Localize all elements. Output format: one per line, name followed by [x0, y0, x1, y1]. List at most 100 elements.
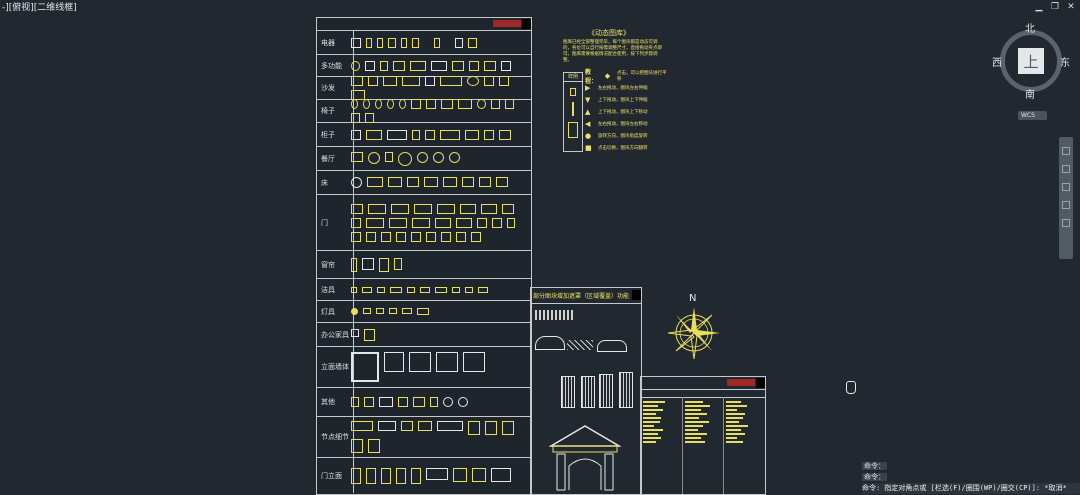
pan-hand-cursor-icon: [846, 381, 856, 394]
arrow-up-icon: ▲: [585, 108, 591, 116]
row-label: 节点细节: [317, 417, 354, 457]
pan-icon[interactable]: [1062, 165, 1070, 173]
panel2-title: 部分图块增加遮罩（区域覆盖）功能: [531, 288, 641, 304]
row-label: 电器: [317, 31, 354, 54]
panel3-subheader: [641, 390, 765, 398]
masking-blocks-panel: 部分图块增加遮罩（区域覆盖）功能: [530, 287, 642, 495]
arrow-down-icon: ▼: [585, 96, 591, 104]
table-row: 沙发: [317, 76, 531, 100]
row-label: 餐厅: [317, 147, 354, 170]
table-column[interactable]: [683, 397, 725, 494]
column-block[interactable]: [599, 374, 613, 408]
table-row: 节点细节: [317, 417, 531, 458]
table-row: 立面墙体: [317, 347, 531, 388]
table-row: 椅子: [317, 99, 531, 123]
row-symbols[interactable]: [351, 391, 527, 413]
column-block[interactable]: [619, 372, 633, 408]
viewcube-east[interactable]: 东: [1060, 58, 1070, 69]
navigation-bar[interactable]: [1059, 137, 1073, 259]
table-column[interactable]: [641, 397, 683, 494]
wcs-menu[interactable]: WCS: [1018, 111, 1047, 120]
viewcube[interactable]: 上 北 南 西 东: [992, 22, 1074, 101]
row-symbols[interactable]: [351, 420, 527, 454]
showmotion-icon[interactable]: [1062, 219, 1070, 227]
row-label: 门立面: [317, 458, 354, 493]
viewcube-top-face[interactable]: 上: [1018, 48, 1044, 74]
row-label: 灯具: [317, 301, 354, 322]
table-row: 窗帘: [317, 251, 531, 279]
panel3-columns: [641, 397, 765, 494]
table-header: [317, 18, 531, 31]
row-symbols[interactable]: [351, 99, 527, 123]
arch-block[interactable]: [535, 336, 565, 350]
legend-step-list: 教程： ◆ 点击，可以把图块进行平移 ▶左右拖动，图块左右伸缩 ▼上下拖动，图块…: [585, 69, 667, 154]
compass-rose-icon[interactable]: [668, 307, 720, 359]
row-symbols[interactable]: [351, 174, 527, 191]
command-line[interactable]: 命令： 命令： 命令: 指定对角点或 [栏选(F)/圈围(WP)/圈交(CP)]…: [862, 461, 1080, 494]
table-row: 床: [317, 171, 531, 195]
row-symbols[interactable]: [351, 126, 527, 143]
table-row: 办公家具: [317, 323, 531, 347]
sample-box-header: 样例: [564, 73, 582, 82]
command-history-line: 命令：: [862, 473, 887, 481]
row-label: 床: [317, 171, 354, 194]
row-symbols[interactable]: [351, 461, 527, 490]
orbit-icon[interactable]: [1062, 201, 1070, 209]
row-symbols[interactable]: [351, 326, 527, 343]
ornament-block[interactable]: [535, 310, 573, 320]
table-row: 门立面: [317, 458, 531, 493]
restore-icon[interactable]: ❐: [1050, 2, 1060, 12]
command-input[interactable]: 命令: 指定对角点或 [栏选(F)/圈围(WP)/圈交(CP)]: *取消*: [862, 483, 1080, 494]
window-controls: ▁ ❐ ✕: [1034, 2, 1076, 12]
viewport-label[interactable]: -][俯视][二维线框]: [2, 3, 77, 13]
table-row: 其他: [317, 388, 531, 417]
table-row: 柜子: [317, 123, 531, 147]
legend-step: ◀左右拖动，图块左右移动: [585, 120, 648, 128]
row-label: 洁具: [317, 279, 354, 300]
lattice-block[interactable]: [567, 340, 593, 350]
material-table-panel: [640, 376, 766, 495]
row-label: 其他: [317, 388, 354, 416]
row-label: 门: [317, 195, 354, 250]
minimize-icon[interactable]: ▁: [1035, 2, 1043, 12]
steering-wheel-icon[interactable]: [1062, 147, 1070, 155]
row-symbols[interactable]: [351, 58, 527, 73]
pediment-gate-block[interactable]: [549, 424, 621, 492]
arrow-left-right-icon: ◀: [585, 120, 591, 128]
viewcube-ring[interactable]: [1000, 30, 1062, 92]
black-corner-mark: [632, 290, 641, 300]
column-block[interactable]: [581, 376, 595, 408]
column-block[interactable]: [561, 376, 575, 408]
viewcube-south[interactable]: 南: [1025, 90, 1035, 101]
table-row: 门: [317, 195, 531, 251]
command-history-line: 命令：: [862, 462, 887, 470]
row-symbols[interactable]: [351, 198, 527, 247]
circle-icon: ●: [585, 132, 592, 140]
row-label: 柜子: [317, 123, 354, 146]
arch-block[interactable]: [597, 340, 627, 352]
legend-title: 《动态图库》: [588, 29, 630, 37]
row-symbols[interactable]: [351, 34, 527, 51]
row-label: 沙发: [317, 77, 354, 99]
legend-description: 图库已经全部整理完毕，每个图块都是动态可调的，各位可以自行按需调整尺寸，直接拖动…: [563, 40, 662, 63]
row-symbols[interactable]: [351, 254, 527, 275]
row-symbols[interactable]: [351, 150, 527, 167]
row-symbols[interactable]: [351, 350, 527, 384]
arrow-right-icon: ▶: [585, 84, 591, 92]
viewcube-north[interactable]: 北: [1025, 24, 1035, 35]
red-title-tag: [493, 20, 521, 27]
row-symbols[interactable]: [351, 282, 527, 297]
row-symbols[interactable]: [351, 304, 527, 319]
table-row: 灯具: [317, 301, 531, 323]
table-column[interactable]: [724, 397, 765, 494]
viewcube-west[interactable]: 西: [992, 58, 1002, 69]
table-row: 电器: [317, 31, 531, 55]
zoom-icon[interactable]: [1062, 183, 1070, 191]
block-library-table: 电器 多功能 沙发 椅子 柜子 餐厅 床: [316, 17, 532, 495]
black-corner-mark: [522, 19, 531, 29]
black-corner-mark: [756, 378, 765, 388]
square-icon: ■: [585, 144, 592, 152]
close-icon[interactable]: ✕: [1067, 2, 1075, 12]
legend-step: ■点击切换，图块方向翻转: [585, 144, 648, 152]
row-symbols[interactable]: [351, 76, 527, 100]
